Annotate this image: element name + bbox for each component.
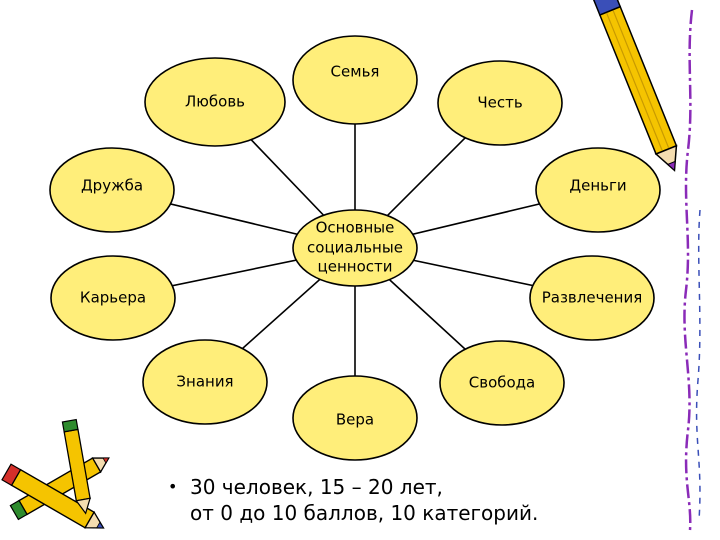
node-career: Карьера — [51, 256, 175, 340]
summary-line-1: 30 человек, 15 – 20 лет, — [190, 474, 688, 500]
summary-line-2: от 0 до 10 баллов, 10 категорий. — [190, 500, 688, 526]
bullet-marker: • — [168, 474, 177, 500]
center-node: Основные социальные ценности — [293, 210, 417, 286]
node-label-friendship: Дружба — [81, 177, 143, 195]
node-family: Семья — [293, 36, 417, 124]
node-label-entertainment: Развлечения — [542, 289, 643, 307]
node-honor: Честь — [438, 61, 562, 145]
node-freedom: Свобода — [440, 341, 564, 425]
node-label-career: Карьера — [80, 289, 146, 307]
node-entertainment: Развлечения — [530, 256, 654, 340]
node-label-honor: Честь — [477, 94, 522, 112]
node-knowledge: Знания — [143, 340, 267, 424]
node-label-money: Деньги — [569, 177, 626, 195]
node-label-family: Семья — [331, 63, 380, 81]
center-line-1: Основные — [316, 219, 395, 237]
summary-note: • 30 человек, 15 – 20 лет, от 0 до 10 ба… — [168, 474, 688, 526]
node-money: Деньги — [536, 148, 660, 232]
node-label-knowledge: Знания — [176, 373, 233, 391]
center-line-3: ценности — [318, 258, 393, 276]
node-love: Любовь — [145, 58, 285, 146]
node-friendship: Дружба — [50, 148, 174, 232]
center-line-2: социальные — [307, 239, 403, 257]
node-label-love: Любовь — [185, 93, 245, 111]
node-label-faith: Вера — [336, 411, 374, 429]
node-faith: Вера — [293, 376, 417, 460]
pencils-icon — [2, 420, 113, 536]
decorative-border — [684, 10, 700, 530]
node-label-freedom: Свобода — [469, 374, 535, 392]
